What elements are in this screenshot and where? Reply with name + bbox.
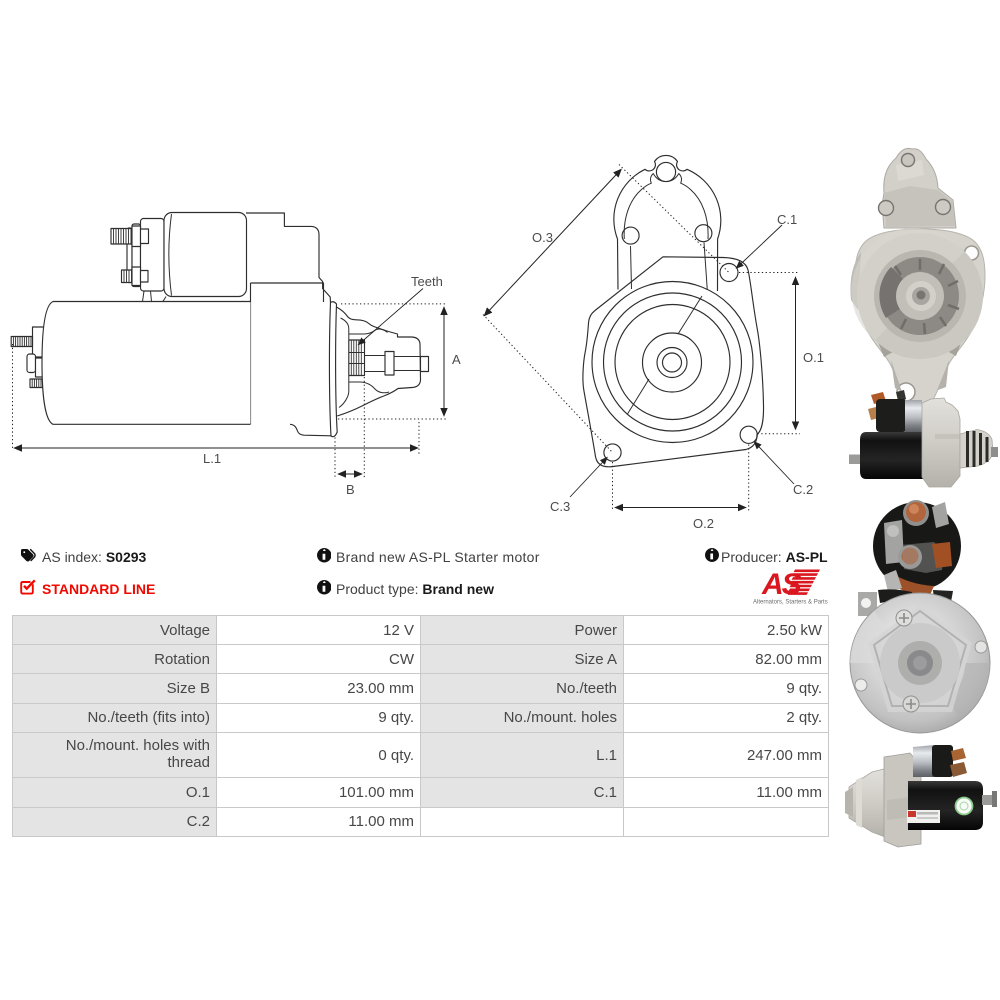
svg-text:C.1: C.1 (777, 212, 797, 227)
svg-text:A: A (452, 352, 461, 367)
svg-text:Alternators, Starters & Parts: Alternators, Starters & Parts (753, 600, 828, 606)
svg-text:C.3: C.3 (550, 499, 570, 514)
svg-text:C.2: C.2 (793, 482, 813, 497)
svg-text:AS: AS (761, 568, 802, 601)
svg-text:Teeth: Teeth (411, 274, 443, 289)
svg-text:L.1: L.1 (203, 451, 221, 466)
svg-text:O.1: O.1 (803, 350, 824, 365)
svg-text:B: B (346, 482, 355, 497)
svg-text:O.2: O.2 (693, 516, 714, 531)
svg-text:O.3: O.3 (532, 230, 553, 245)
